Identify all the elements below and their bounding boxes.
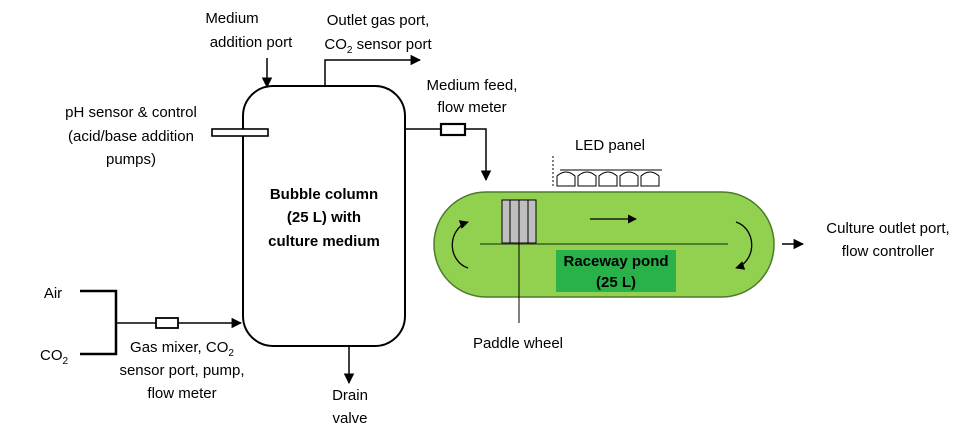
svg-text:flow meter: flow meter (437, 99, 506, 116)
flow-meter-box (439, 122, 467, 137)
svg-text:addition port: addition port (210, 34, 293, 51)
culture-outlet-label: Culture outlet port, flow controller (826, 220, 949, 260)
svg-text:Raceway pond: Raceway pond (563, 253, 668, 270)
svg-text:Bubble column: Bubble column (270, 186, 378, 203)
svg-text:CO2 sensor port: CO2 sensor port (324, 36, 432, 56)
svg-text:valve: valve (332, 410, 367, 427)
circulation-arrow-left (451, 220, 469, 269)
svg-text:Culture outlet port,: Culture outlet port, (826, 220, 949, 237)
circulation-arrow-right (735, 221, 753, 270)
ph-sensor-label: pH sensor & control (acid/base addition … (65, 104, 197, 168)
medium-addition-label: Medium addition port (205, 10, 293, 51)
svg-text:sensor port, pump,: sensor port, pump, (119, 362, 244, 379)
svg-text:Medium: Medium (205, 10, 258, 27)
gas-mixer-box (155, 317, 179, 329)
led-panel-icon (552, 156, 662, 187)
svg-text:(25 L) with: (25 L) with (287, 209, 361, 226)
svg-text:Gas mixer, CO2: Gas mixer, CO2 (130, 339, 234, 359)
svg-text:pH sensor & control: pH sensor & control (65, 104, 197, 121)
led-panel-label: LED panel (575, 137, 645, 154)
medium-feed-label: Medium feed, flow meter (427, 77, 518, 116)
svg-text:pumps): pumps) (106, 151, 156, 168)
paddle-wheel (501, 199, 537, 244)
air-label: Air (44, 285, 62, 302)
gas-manifold (80, 289, 118, 356)
ph-sensor-probe (211, 128, 269, 137)
raceway-pond-label: Raceway pond (25 L) (563, 253, 668, 291)
gas-mixer-label: Gas mixer, CO2 sensor port, pump, flow m… (119, 339, 244, 402)
raceway-label-box (556, 250, 676, 292)
svg-text:culture medium: culture medium (268, 233, 380, 250)
outlet-gas-arrow (324, 54, 422, 86)
svg-text:Outlet gas port,: Outlet gas port, (327, 12, 430, 29)
co2-label: CO2 (40, 347, 69, 367)
svg-text:flow meter: flow meter (147, 385, 216, 402)
svg-text:(25 L): (25 L) (596, 274, 636, 291)
bubble-column-vessel (242, 85, 406, 347)
bubble-column-label: Bubble column (25 L) with culture medium (268, 186, 380, 250)
medium-feed-line (405, 128, 492, 182)
svg-text:flow controller: flow controller (842, 243, 935, 260)
paddle-wheel-label: Paddle wheel (473, 335, 563, 352)
svg-text:(acid/base addition: (acid/base addition (68, 128, 194, 145)
drain-valve-label: Drain valve (332, 387, 368, 427)
outlet-gas-label: Outlet gas port, CO2 sensor port (324, 12, 432, 56)
svg-text:Drain: Drain (332, 387, 368, 404)
svg-text:Medium feed,: Medium feed, (427, 77, 518, 94)
